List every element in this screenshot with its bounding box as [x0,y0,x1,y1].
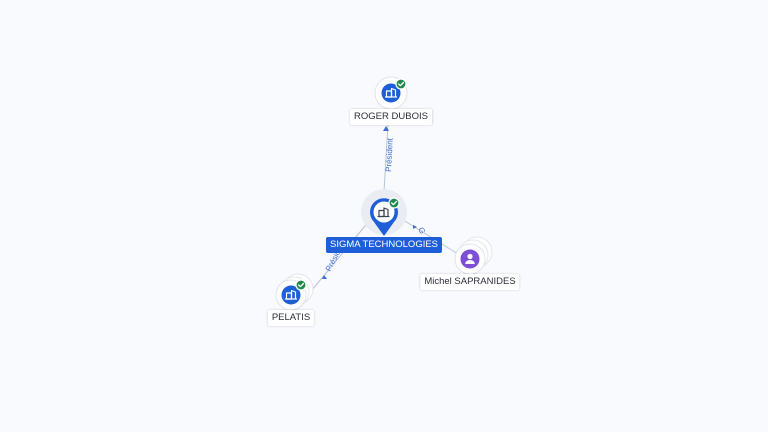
edge-arrow-icon [322,275,327,279]
node-roger-dubois[interactable] [374,76,408,110]
node-label-pelatis[interactable]: PELATIS [267,310,315,326]
verified-check-icon [388,197,400,209]
verified-check-icon [395,78,407,90]
edge-sigma-michel[interactable] [399,217,459,255]
node-pelatis[interactable] [275,273,314,311]
node-label-michel-sapranides[interactable]: Michel SAPRANIDES [420,274,520,290]
edge-roger-sigma[interactable] [383,123,389,193]
node-label-roger-dubois[interactable]: ROGER DUBOIS [350,109,432,125]
node-michel-sapranides[interactable] [454,236,493,275]
building-icon [285,289,297,300]
node-sigma-technologies[interactable] [361,189,407,236]
verified-check-icon [295,279,307,291]
person-icon [465,253,475,264]
edge-label-sigma-michel: G [416,226,427,236]
edge-arrow-icon [383,126,389,131]
node-label-sigma-technologies[interactable]: SIGMA TECHNOLOGIES [325,237,443,253]
edge-label-roger-sigma: Président [384,137,395,172]
edge-arrow-icon [413,225,417,229]
building-icon [385,87,397,98]
building-icon [377,207,390,218]
edge-sigma-pelatis[interactable] [311,219,371,291]
